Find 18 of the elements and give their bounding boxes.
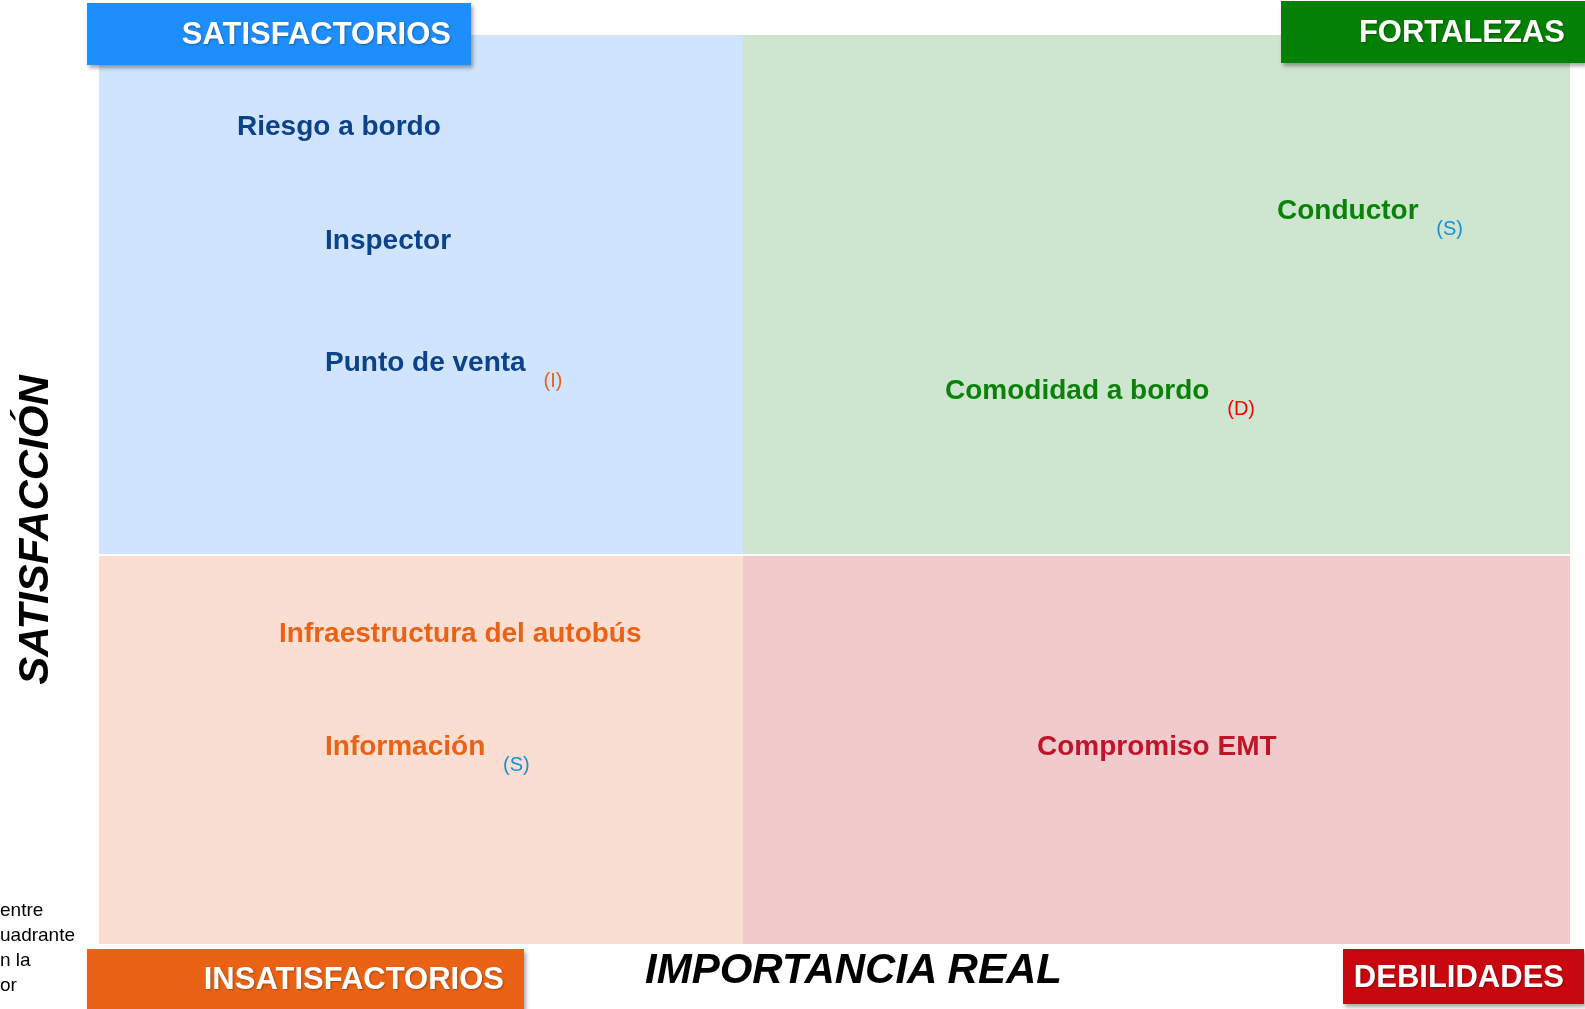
quadrant-tab: FORTALEZAS bbox=[1281, 1, 1585, 63]
axis-title: SATISFACCIÓN bbox=[10, 375, 58, 685]
item-label: Comodidad a bordo $_{(D)}$ bbox=[945, 374, 1255, 420]
item-label: Punto de venta $_{(I)}$ bbox=[325, 346, 563, 392]
item-label: Riesgo a bordo bbox=[237, 110, 441, 142]
axis-title: IMPORTANCIA REAL bbox=[645, 945, 1062, 993]
item-label: Compromiso EMT bbox=[1037, 730, 1277, 762]
quadrant-tab: DEBILIDADES bbox=[1343, 949, 1584, 1004]
note-text: n la bbox=[0, 948, 31, 972]
quadrant-tab: INSATISFACTORIOS bbox=[87, 949, 524, 1009]
note-text: entre bbox=[0, 898, 44, 922]
item-label: Infraestructura del autobús bbox=[279, 617, 642, 649]
item-label: Conductor $_{(S)}$ bbox=[1277, 194, 1463, 240]
item-label: Información $_{(S)}$ bbox=[325, 730, 530, 776]
quadrant-tab: SATISFACTORIOS bbox=[87, 3, 471, 65]
note-text: uadrante bbox=[0, 923, 75, 947]
item-label: Inspector bbox=[325, 224, 452, 256]
note-text: or bbox=[0, 973, 17, 997]
